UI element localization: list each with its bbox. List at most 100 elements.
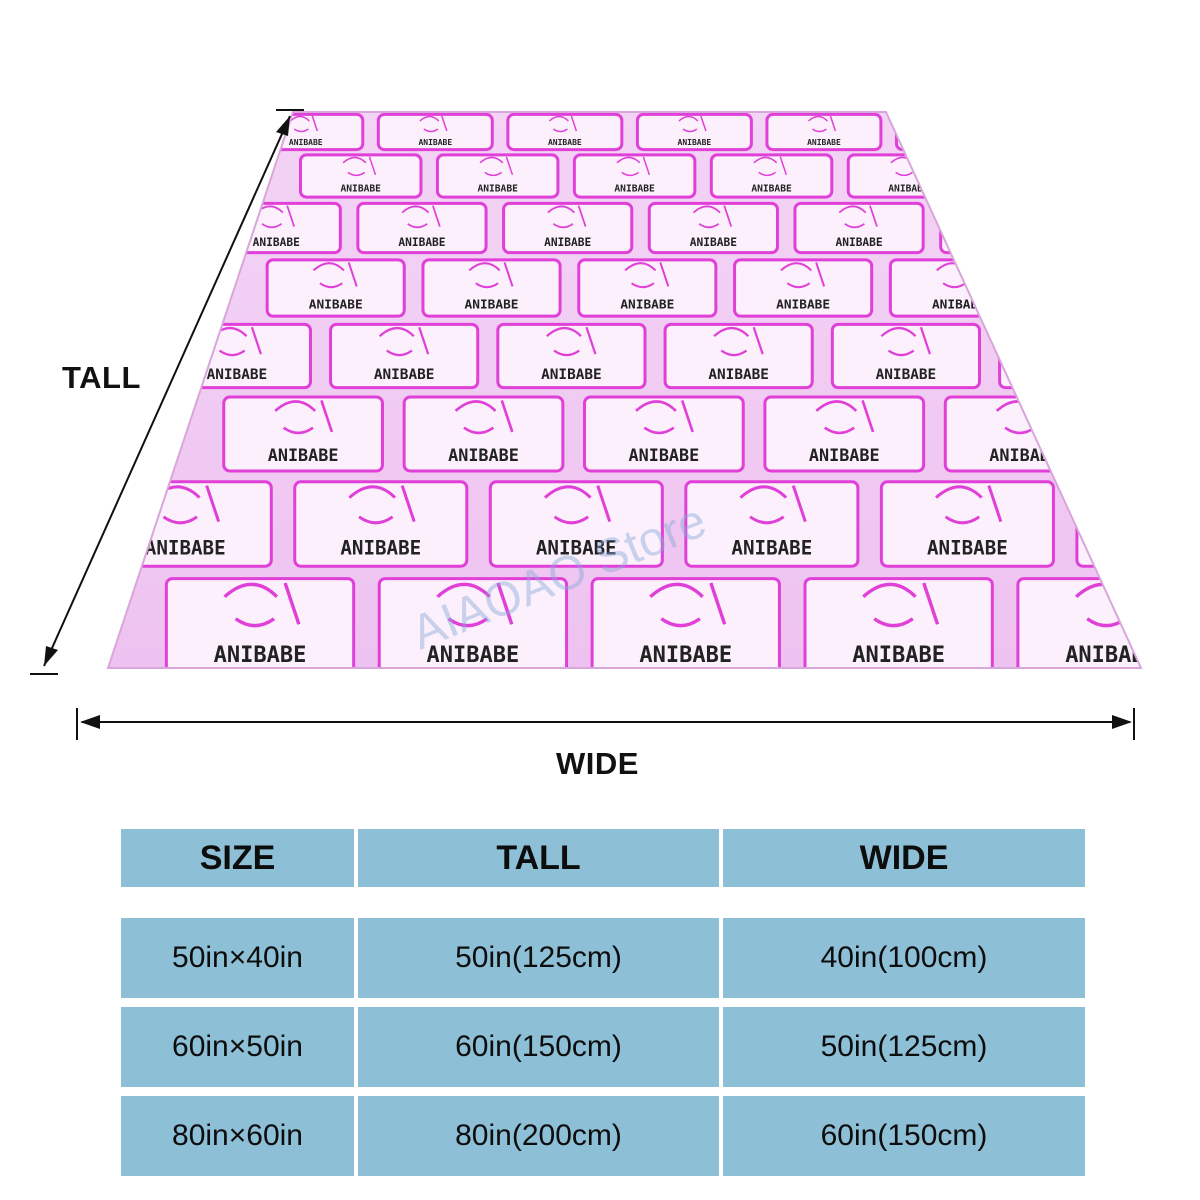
pattern-label: ANIBABE	[620, 297, 674, 312]
pattern-tile	[496, 322, 647, 390]
pattern-label: ANIBABE	[477, 183, 518, 194]
pattern-label: ANIBABE	[981, 236, 1028, 249]
pattern-label: ANIBABE	[708, 367, 769, 383]
wide-label: WIDE	[556, 746, 639, 781]
pattern-figure	[436, 582, 514, 628]
pattern-figure	[838, 205, 878, 229]
pattern-figure	[807, 115, 837, 133]
pattern-tile	[663, 322, 814, 390]
pattern-tile	[709, 153, 834, 199]
pattern-figure	[1091, 262, 1137, 289]
pattern-tile	[356, 201, 488, 255]
pattern-label: ANIBABE	[776, 297, 830, 312]
pattern-tile	[376, 112, 494, 152]
pattern-tile	[329, 322, 480, 390]
pattern-figure	[378, 326, 430, 357]
pattern-figure	[616, 156, 651, 177]
pattern-figure	[815, 399, 875, 435]
cell-size: 60in×50in	[121, 1007, 354, 1087]
pattern-figure	[880, 326, 932, 357]
pattern-figure	[342, 156, 377, 177]
pattern-figure	[1130, 485, 1141, 525]
pattern-tile	[647, 201, 779, 255]
pattern-tile	[590, 577, 781, 668]
pattern-tile	[488, 480, 664, 568]
pattern-label: ANIBABE	[731, 537, 812, 560]
pattern-tile	[265, 258, 406, 318]
pattern-label: ANIBABE	[544, 236, 591, 249]
pattern-figure	[312, 262, 358, 289]
pattern-label: ANIBABE	[614, 183, 655, 194]
pattern-label: ANIBABE	[427, 643, 520, 668]
pattern-label: ANIBABE	[835, 236, 882, 249]
pattern-figure	[1027, 156, 1061, 177]
pattern-label: ANIBABE	[268, 445, 339, 465]
pattern-figure	[546, 326, 597, 357]
pattern-tile	[421, 258, 562, 318]
pattern-figure	[468, 262, 514, 289]
cell-tall: 60in(150cm)	[358, 1007, 719, 1087]
pattern-figure	[739, 485, 807, 525]
pattern-figure	[692, 205, 733, 229]
pattern-tile	[998, 322, 1141, 390]
size-table: SIZE TALL WIDE 50in×40in 50in(125cm) 40i…	[121, 829, 1085, 1176]
pattern-tile	[983, 153, 1108, 199]
pattern-label: ANIBABE	[145, 537, 226, 560]
pattern-tile	[1124, 395, 1141, 473]
pattern-tile	[502, 201, 634, 255]
cell-wide: 60in(150cm)	[723, 1096, 1085, 1176]
pattern-figure	[419, 115, 448, 133]
pattern-tile	[939, 201, 1071, 255]
pattern-label: ANIBABE	[809, 445, 880, 465]
pattern-figure	[479, 156, 514, 177]
pattern-tile	[1075, 480, 1141, 568]
pattern-label: ANIBABE	[207, 367, 268, 383]
pattern-tile	[572, 153, 697, 199]
pattern-tile	[293, 480, 469, 568]
pattern-label: ANIBABE	[536, 537, 617, 560]
pattern-figure	[289, 115, 319, 133]
pattern-label: ANIBABE	[1043, 367, 1104, 383]
pattern-tile	[435, 153, 560, 199]
pattern-figure	[274, 399, 334, 435]
pattern-tile	[506, 112, 624, 152]
pattern-figure	[624, 262, 670, 289]
pattern-label: ANIBABE	[465, 297, 519, 312]
pattern-tile	[793, 201, 925, 255]
pattern-label: ANIBABE	[639, 643, 732, 668]
pattern-figure	[780, 262, 826, 289]
pattern-label: ANIBABE	[289, 138, 323, 147]
pattern-tile	[164, 577, 356, 668]
pattern-tile	[222, 395, 384, 473]
pattern-tile	[765, 112, 883, 152]
pattern-label: ANIBABE	[309, 297, 363, 312]
pattern-figure	[753, 156, 788, 177]
pattern-figure	[543, 485, 612, 525]
pattern-figure	[548, 115, 578, 133]
pattern-label: ANIBABE	[548, 138, 582, 147]
pattern-label: ANIBABE	[678, 138, 712, 147]
cell-wide: 40in(100cm)	[723, 918, 1085, 998]
pattern-tile	[402, 395, 565, 473]
pattern-tile	[298, 153, 423, 199]
pattern-tile	[583, 395, 745, 473]
pattern-label: ANIBABE	[1025, 183, 1066, 194]
pattern-label: ANIBABE	[398, 236, 445, 249]
pattern-figure	[937, 115, 966, 133]
pattern-label: ANIBABE	[876, 367, 937, 383]
pattern-tile	[830, 322, 982, 390]
pattern-label: ANIBABE	[253, 236, 300, 249]
cell-size: 80in×60in	[121, 1096, 354, 1176]
pattern-figure	[635, 399, 694, 435]
header-size: SIZE	[121, 829, 354, 887]
pattern-tile	[803, 577, 994, 668]
header-wide: WIDE	[723, 829, 1085, 887]
pattern-label: ANIBABE	[340, 537, 421, 560]
pattern-tile	[577, 258, 718, 318]
header-tall: TALL	[358, 829, 719, 887]
tall-dimension-arrow	[30, 109, 304, 675]
pattern-label: ANIBABE	[852, 643, 945, 668]
pattern-label: ANIBABE	[927, 537, 1008, 560]
pattern-label: ANIBABE	[690, 236, 737, 249]
wide-dimension-arrow	[76, 708, 1135, 740]
